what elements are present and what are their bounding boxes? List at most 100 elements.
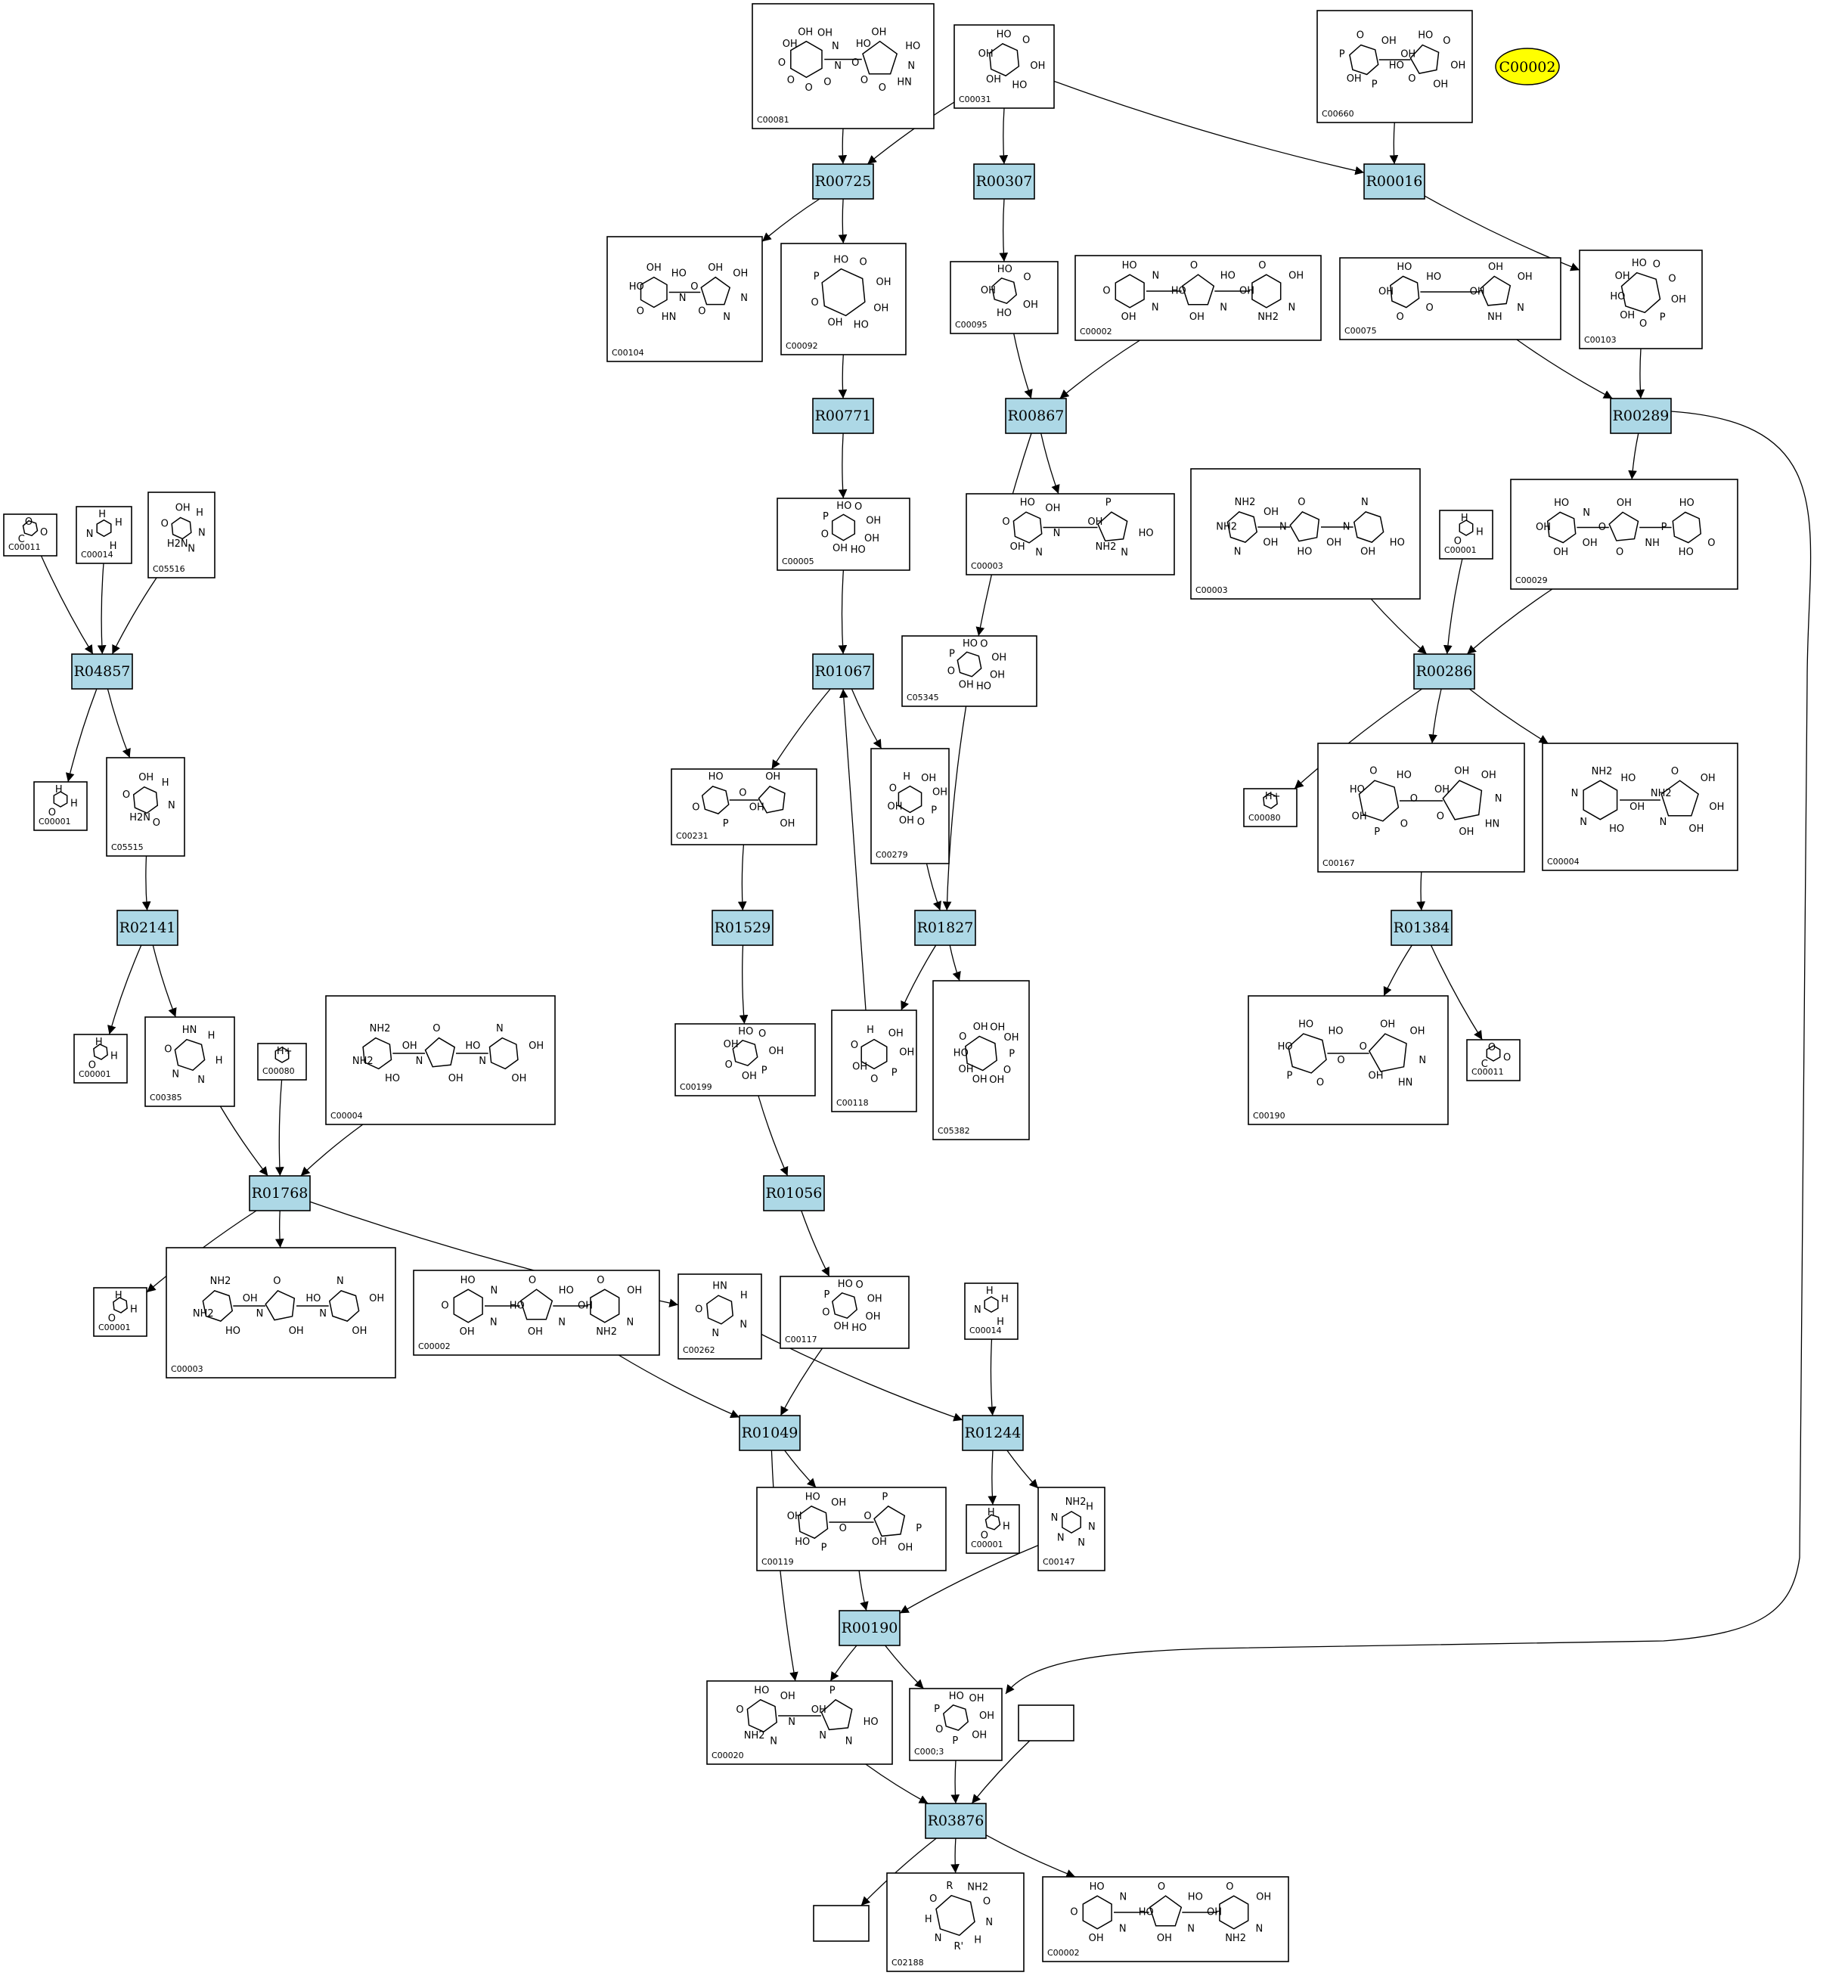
compound-box[interactable] bbox=[932, 980, 1030, 1140]
reaction-box[interactable] bbox=[1391, 910, 1453, 946]
compound-box[interactable] bbox=[1579, 250, 1703, 349]
compound-box[interactable] bbox=[870, 748, 950, 864]
reaction-node-r00016[interactable]: R00016 bbox=[1363, 163, 1425, 200]
compound-box[interactable] bbox=[76, 506, 132, 564]
compound-box[interactable] bbox=[674, 1023, 816, 1096]
compound-box[interactable] bbox=[1510, 479, 1738, 590]
reaction-node-r00289[interactable]: R00289 bbox=[1610, 398, 1672, 434]
legend-marker[interactable]: C00002 bbox=[1495, 48, 1560, 85]
reaction-box[interactable] bbox=[962, 1415, 1024, 1451]
compound-box[interactable] bbox=[413, 1270, 660, 1356]
compound-box[interactable] bbox=[901, 635, 1037, 707]
reaction-node-r01529[interactable]: R01529 bbox=[712, 910, 774, 946]
reaction-node-r00725[interactable]: R00725 bbox=[812, 163, 874, 200]
reaction-node-r04857[interactable]: R04857 bbox=[71, 653, 133, 690]
reaction-box[interactable] bbox=[1005, 398, 1067, 434]
reaction-box[interactable] bbox=[812, 398, 874, 434]
reaction-box[interactable] bbox=[71, 653, 133, 690]
reaction-node-r01384[interactable]: R01384 bbox=[1391, 910, 1453, 946]
compound-box[interactable] bbox=[257, 1043, 307, 1081]
compound-node-nblank2[interactable] bbox=[813, 1905, 870, 1942]
reaction-box[interactable] bbox=[1363, 163, 1425, 200]
compound-box[interactable] bbox=[106, 757, 185, 857]
reaction-box[interactable] bbox=[116, 910, 178, 946]
compound-box[interactable] bbox=[1316, 10, 1473, 123]
reaction-node-r00286[interactable]: R00286 bbox=[1413, 653, 1475, 690]
compound-node-nblank1[interactable] bbox=[1018, 1704, 1074, 1741]
reaction-node-r01827[interactable]: R01827 bbox=[914, 910, 976, 946]
compound-box[interactable] bbox=[886, 1872, 1025, 1972]
reaction-box[interactable] bbox=[1610, 398, 1672, 434]
reaction-box[interactable] bbox=[914, 910, 976, 946]
compound-box[interactable] bbox=[671, 768, 817, 845]
compound-box[interactable] bbox=[953, 24, 1055, 109]
compound-box[interactable] bbox=[144, 1016, 235, 1107]
compound-box[interactable] bbox=[813, 1905, 870, 1942]
compound-box[interactable] bbox=[966, 493, 1175, 575]
reaction-node-r01768[interactable]: R01768 bbox=[249, 1175, 311, 1211]
compound-box[interactable] bbox=[677, 1273, 762, 1360]
compound-box[interactable] bbox=[831, 1010, 917, 1112]
compound-box[interactable] bbox=[706, 1680, 893, 1765]
compound-box[interactable] bbox=[966, 1504, 1020, 1554]
reaction-node-r01049[interactable]: R01049 bbox=[739, 1415, 801, 1451]
compound-box[interactable] bbox=[950, 261, 1059, 334]
reaction-box[interactable] bbox=[973, 163, 1035, 200]
compound-box[interactable] bbox=[1542, 743, 1738, 871]
compound-box[interactable] bbox=[1248, 995, 1449, 1125]
compound-box[interactable] bbox=[1074, 255, 1322, 341]
compound-box[interactable] bbox=[909, 1688, 1003, 1761]
reaction-box[interactable] bbox=[1413, 653, 1475, 690]
compound-box[interactable] bbox=[1243, 788, 1298, 827]
compound-box[interactable] bbox=[147, 492, 215, 578]
compound-box[interactable] bbox=[1042, 1876, 1289, 1962]
legend-marker-ellipse[interactable] bbox=[1495, 48, 1560, 85]
compound-node-n00080b[interactable]: H+C00080 bbox=[257, 1043, 307, 1081]
compound-box[interactable] bbox=[1037, 1487, 1105, 1571]
compound-box[interactable] bbox=[1466, 1039, 1521, 1081]
compound-box[interactable] bbox=[1018, 1704, 1074, 1741]
reaction-box[interactable] bbox=[739, 1415, 801, 1451]
compound-box[interactable] bbox=[777, 498, 910, 571]
reaction-node-r00190[interactable]: R00190 bbox=[839, 1610, 901, 1646]
compound-box[interactable] bbox=[1439, 510, 1493, 560]
compound-box[interactable] bbox=[1190, 468, 1421, 600]
reaction-box[interactable] bbox=[249, 1175, 311, 1211]
